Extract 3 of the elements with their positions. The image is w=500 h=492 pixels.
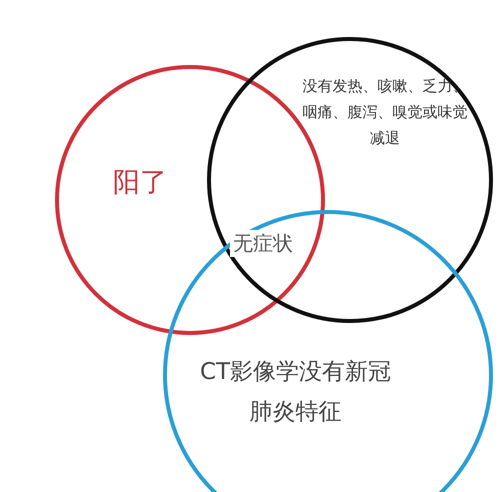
circle-label: CT影像学没有新冠肺炎特征: [198, 358, 392, 427]
circle-label: 阳了: [112, 167, 168, 199]
circle-label: 没有发热、咳嗽、乏力、咽痛、腹泻、嗅觉或味觉减退: [302, 76, 468, 149]
